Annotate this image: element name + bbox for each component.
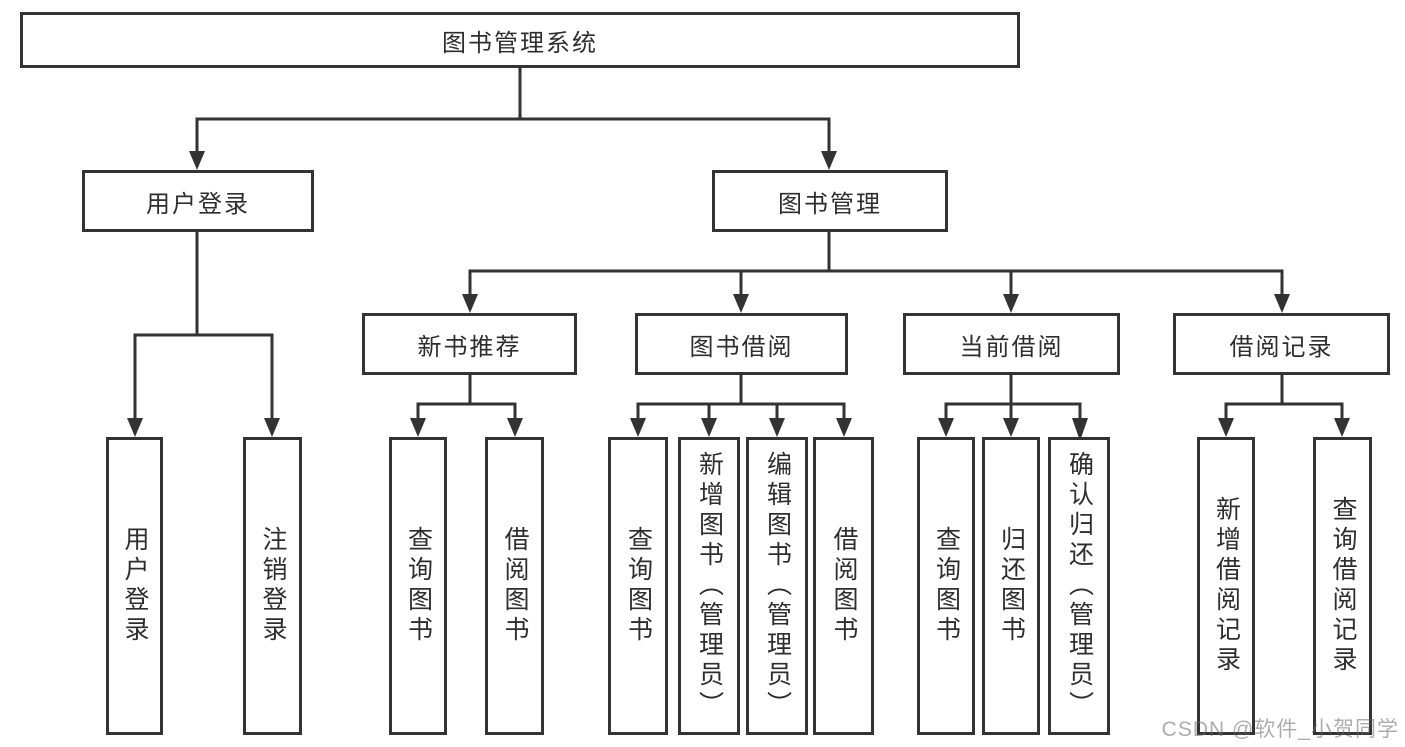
connector-book-mgmt-to-level3 <box>462 232 1290 313</box>
connector-root-to-level2 <box>189 68 837 170</box>
leaf-query-borrowing-record: 查询借阅记录 <box>1313 437 1372 735</box>
node-label: 借阅图书 <box>830 526 858 646</box>
arrow-down-icon <box>1334 418 1350 437</box>
node-label: 图书管理 <box>778 190 882 218</box>
arrow-down-icon <box>836 418 852 437</box>
connector-user-login-to-leaves <box>127 232 280 437</box>
node-label: 新增图书（管理员） <box>695 451 724 721</box>
arrow-down-icon <box>127 418 143 437</box>
connector-book-borrow-to-leaves <box>630 375 852 437</box>
node-label: 图书管理系统 <box>442 29 598 57</box>
leaf-logout: 注销登录 <box>243 437 302 735</box>
arrow-down-icon <box>462 294 478 313</box>
node-current-borrowing: 当前借阅 <box>903 313 1120 375</box>
connector-borrow-record-to-leaves <box>1218 375 1350 437</box>
arrow-down-icon <box>1003 294 1019 313</box>
node-label: 查询图书 <box>624 526 653 646</box>
arrow-down-icon <box>769 418 785 437</box>
arrow-down-icon <box>938 418 954 437</box>
arrow-down-icon <box>701 418 717 437</box>
arrow-down-icon <box>1274 294 1290 313</box>
leaf-borrow-books-2: 借阅图书 <box>813 437 874 735</box>
node-book-borrowing: 图书借阅 <box>635 313 848 375</box>
node-label: 新增借阅记录 <box>1212 496 1241 676</box>
node-label: 查询图书 <box>932 526 961 646</box>
csdn-watermark: CSDN @软件_小贺同学 <box>1161 718 1399 741</box>
node-book-management: 图书管理 <box>712 170 948 232</box>
leaf-confirm-return-admin: 确认归还（管理员） <box>1048 437 1110 735</box>
node-label: 用户登录 <box>146 190 250 218</box>
arrow-down-icon <box>264 418 280 437</box>
node-label: 查询借阅记录 <box>1329 496 1357 676</box>
leaf-user-login: 用户登录 <box>106 437 163 735</box>
node-borrowing-records: 借阅记录 <box>1173 313 1390 375</box>
leaf-add-books-admin: 新增图书（管理员） <box>678 437 740 735</box>
node-label: 借阅记录 <box>1229 333 1334 361</box>
node-label: 用户登录 <box>121 526 149 646</box>
arrow-down-icon <box>1003 418 1019 437</box>
connector-new-book-rec-to-leaves <box>410 375 523 437</box>
node-library-management-system: 图书管理系统 <box>20 12 1020 68</box>
node-label: 当前借阅 <box>959 333 1064 361</box>
leaf-return-books: 归还图书 <box>982 437 1040 735</box>
connector-current-borrow-to-leaves <box>938 375 1088 441</box>
arrow-down-icon <box>733 294 749 313</box>
arrow-down-icon <box>1072 418 1088 441</box>
arrow-down-icon <box>410 418 426 437</box>
node-label: 查询图书 <box>404 526 433 646</box>
node-label: 确认归还（管理员） <box>1065 451 1094 721</box>
node-new-book-recommendation: 新书推荐 <box>362 313 577 375</box>
leaf-edit-books-admin: 编辑图书（管理员） <box>746 437 808 735</box>
node-label: 借阅图书 <box>501 526 529 646</box>
leaf-query-books-1: 查询图书 <box>389 437 447 735</box>
arrow-down-icon <box>630 418 646 437</box>
node-user-login: 用户登录 <box>82 170 314 232</box>
leaf-add-borrowing-record: 新增借阅记录 <box>1197 437 1255 735</box>
arrow-down-icon <box>821 151 837 170</box>
node-label: 注销登录 <box>259 526 287 646</box>
arrow-down-icon <box>189 151 205 170</box>
node-label: 新书推荐 <box>417 333 522 361</box>
node-label: 图书借阅 <box>689 333 794 361</box>
leaf-query-books-3: 查询图书 <box>917 437 975 735</box>
leaf-query-books-2: 查询图书 <box>608 437 668 735</box>
node-label: 归还图书 <box>997 526 1026 646</box>
leaf-borrow-books-1: 借阅图书 <box>485 437 544 735</box>
node-label: 编辑图书（管理员） <box>763 451 792 721</box>
arrow-down-icon <box>507 418 523 437</box>
arrow-down-icon <box>1218 418 1234 437</box>
